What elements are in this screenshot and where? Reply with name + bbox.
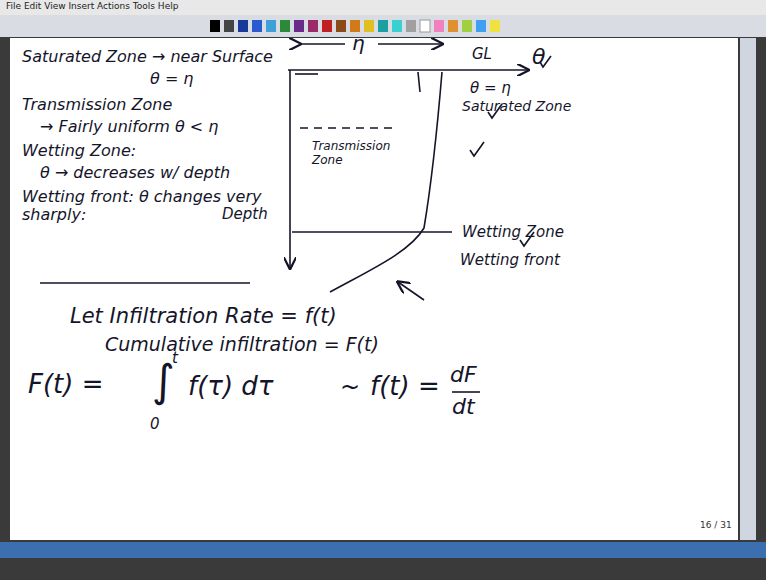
note-page: [10, 38, 738, 540]
handwritten-note: ∫: [152, 356, 175, 407]
menu-bar: [0, 0, 766, 15]
scroll-bar: [740, 38, 756, 540]
handwritten-note: Let Infiltration Rate = f(t): [70, 304, 337, 328]
handwritten-note: f(τ) dτ: [188, 372, 274, 402]
handwritten-note: f(t) =: [370, 372, 440, 402]
handwritten-note: θ → decreases w/ depth: [40, 164, 230, 182]
handwritten-note: η: [352, 32, 365, 55]
handwritten-note: Transmission Zone: [22, 96, 172, 114]
handwritten-note: dt: [452, 394, 475, 419]
handwritten-note: Wetting Zone:: [22, 142, 136, 160]
handwritten-note: 0: [150, 416, 160, 433]
handwritten-note: θ = η: [150, 70, 194, 88]
handwritten-note: θ: [532, 44, 545, 69]
handwritten-note: Transmission Zone: [312, 140, 402, 168]
handwritten-note: ~: [340, 374, 360, 402]
handwritten-note: θ = η: [470, 80, 511, 97]
handwritten-note: F(t) =: [28, 370, 104, 400]
handwritten-note: Wetting front: [460, 252, 560, 269]
handwritten-note: Saturated Zone → near Surface: [22, 48, 273, 66]
menu-text: File Edit View Insert Actions Tools Help: [6, 1, 178, 11]
color-swatches: [210, 20, 500, 32]
tool-bar: [0, 15, 766, 37]
handwritten-note: Wetting Zone: [462, 224, 564, 241]
handwritten-note: Saturated Zone: [462, 98, 571, 114]
handwritten-note: dF: [450, 362, 477, 387]
handwritten-note: → Fairly uniform θ < η: [40, 118, 218, 136]
handwritten-note: Depth: [222, 206, 268, 223]
handwritten-note: Cumulative infiltration = F(t): [105, 334, 379, 356]
handwritten-note: t: [172, 350, 178, 367]
bottom-bar: [0, 542, 766, 558]
page-number: 16 / 31: [700, 520, 732, 530]
handwritten-note: GL: [472, 46, 492, 63]
